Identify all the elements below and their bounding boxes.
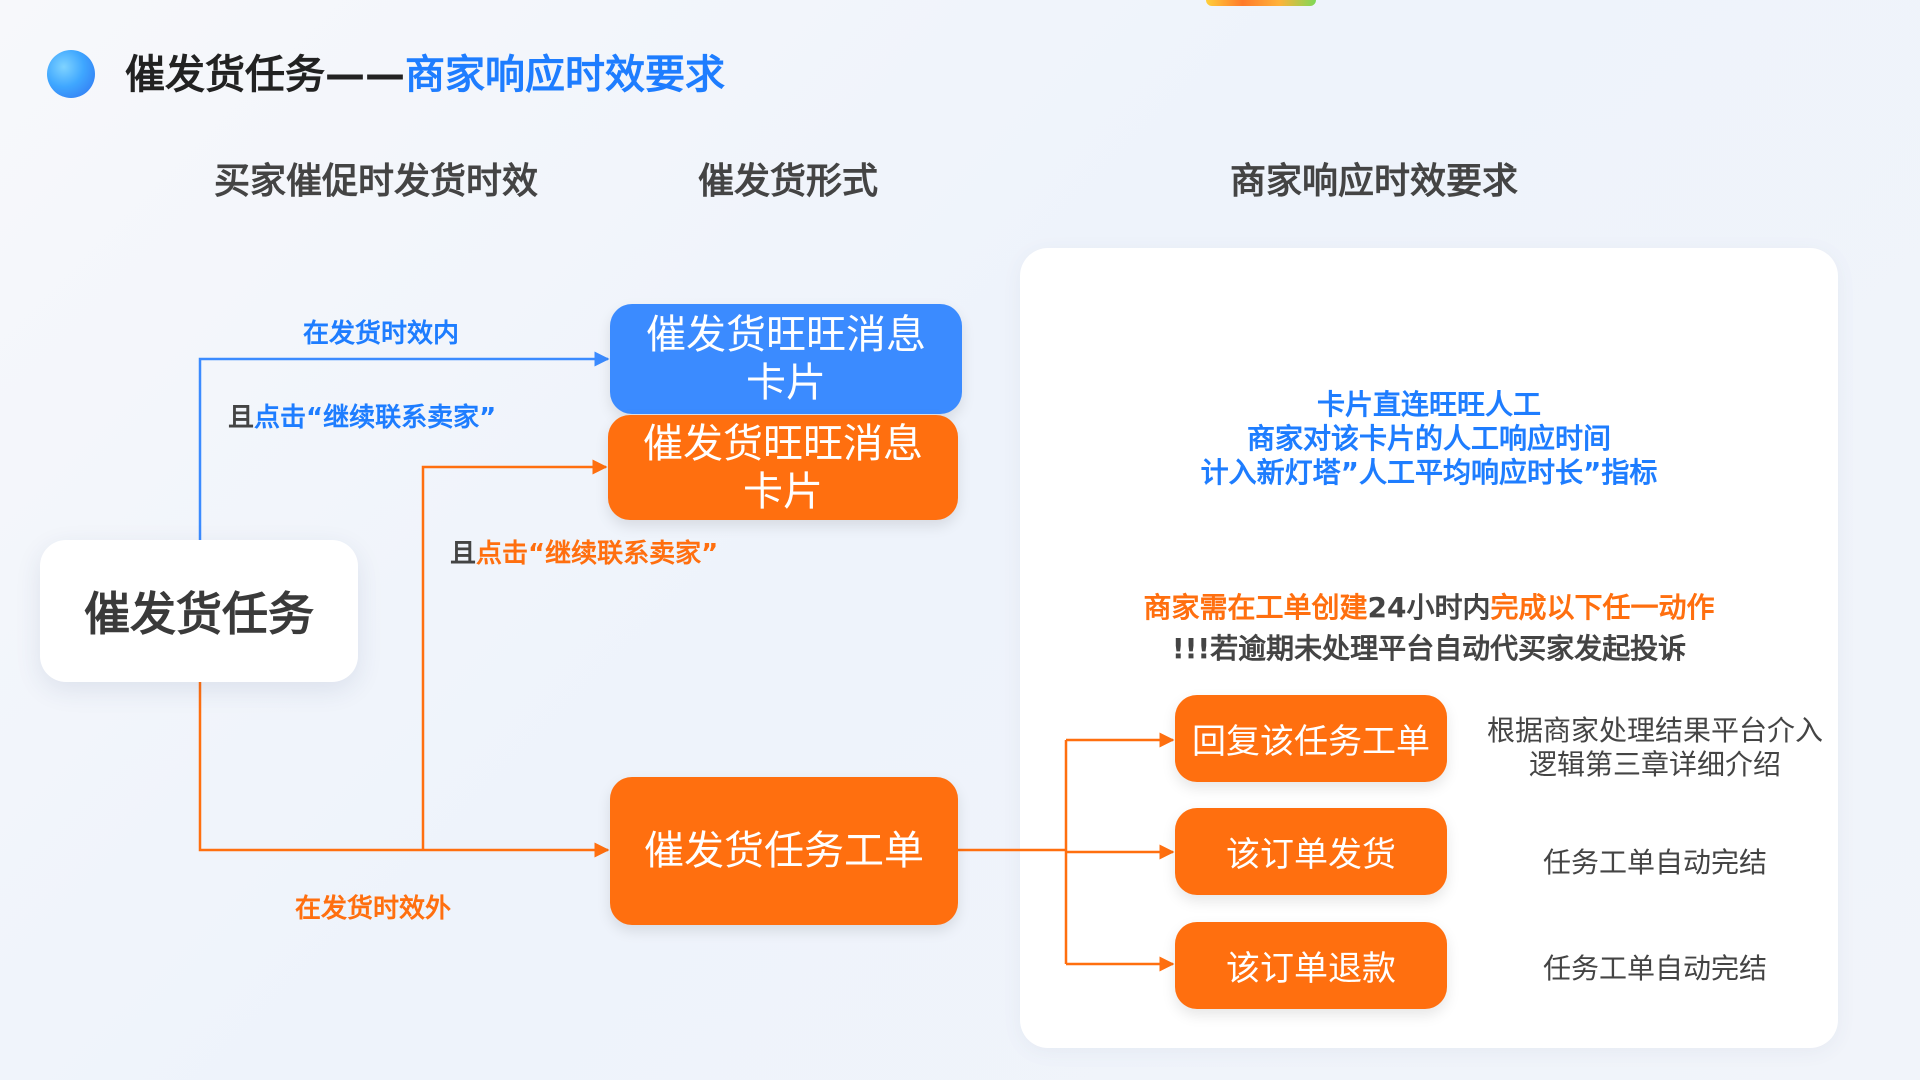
label-within-window: 在发货时效内 [303,319,460,349]
page-title-highlight: 商家响应时效要求 [405,52,725,98]
column-header-buyer: 买家催促时发货时效 [214,161,539,202]
action-reply-work-order: 回复该任务工单 [1175,695,1447,782]
panel-info-text: 卡片直连旺旺人工 商家对该卡片的人工响应时间 计入新灯塔”人工平均响应时长”指标 [1020,388,1838,490]
requirement-part1: 商家需在工单创建 [1143,591,1368,624]
label-outside-click: 且点击“继续联系卖家” [450,533,718,570]
blue-message-card: 催发货旺旺消息卡片 [610,304,962,414]
connector-outside [198,682,610,858]
page-title-main: 催发货任务—— [125,52,405,98]
label-within-click-action: 点击“继续联系卖家” [254,403,497,433]
action-refund-order: 该订单退款 [1175,922,1447,1009]
action-ship-label: 该订单发货 [1226,835,1396,875]
action-ship-result: 任务工单自动完结 [1470,846,1840,880]
column-header-form: 催发货形式 [698,161,879,202]
requirement-part3: 完成以下任一动作 [1490,591,1715,624]
action-reply-result-line: 逻辑第三章详细介绍 [1528,748,1781,781]
panel-info-line: 商家对该卡片的人工响应时间 [1246,422,1611,455]
orange-message-card-label: 催发货旺旺消息卡片 [643,420,923,515]
page-title: 催发货任务——商家响应时效要求 [125,42,725,100]
work-order-card: 催发货任务工单 [610,777,958,925]
action-reply-result-line: 根据商家处理结果平台介入 [1486,714,1823,747]
requirement-part2: 24小时内 [1367,591,1491,624]
label-outside-click-prefix: 且 [450,539,477,569]
action-reply-label: 回复该任务工单 [1192,722,1430,762]
label-outside-click-action: 点击“继续联系卖家” [476,539,719,569]
decorative-banner-strip [1206,0,1316,6]
action-ship-result-line: 任务工单自动完结 [1542,846,1767,879]
panel-warning: !!!若逾期未处理平台自动代买家发起投诉 [1171,632,1687,665]
action-refund-label: 该订单退款 [1226,949,1396,989]
column-header-merchant: 商家响应时效要求 [1230,161,1519,202]
label-within-click-prefix: 且 [228,403,255,433]
connector-escalate [421,459,608,850]
action-reply-result: 根据商家处理结果平台介入 逻辑第三章详细介绍 [1470,714,1840,782]
action-refund-result-line: 任务工单自动完结 [1542,952,1767,985]
panel-requirement: 商家需在工单创建24小时内完成以下任一动作 [1020,586,1838,626]
title-bullet-icon [47,50,95,98]
action-refund-result: 任务工单自动完结 [1470,952,1840,986]
orange-message-card: 催发货旺旺消息卡片 [608,415,958,520]
blue-message-card-label: 催发货旺旺消息卡片 [646,312,926,406]
connector-within [198,351,610,540]
task-node: 催发货任务 [40,540,358,682]
work-order-card-label: 催发货任务工单 [644,828,924,874]
action-ship-order: 该订单发货 [1175,808,1447,895]
label-within-click: 且点击“继续联系卖家” [228,397,496,434]
panel-info-line: 计入新灯塔”人工平均响应时长”指标 [1200,456,1658,489]
panel-info-line: 卡片直连旺旺人工 [1316,388,1541,421]
label-outside-window: 在发货时效外 [295,894,452,924]
